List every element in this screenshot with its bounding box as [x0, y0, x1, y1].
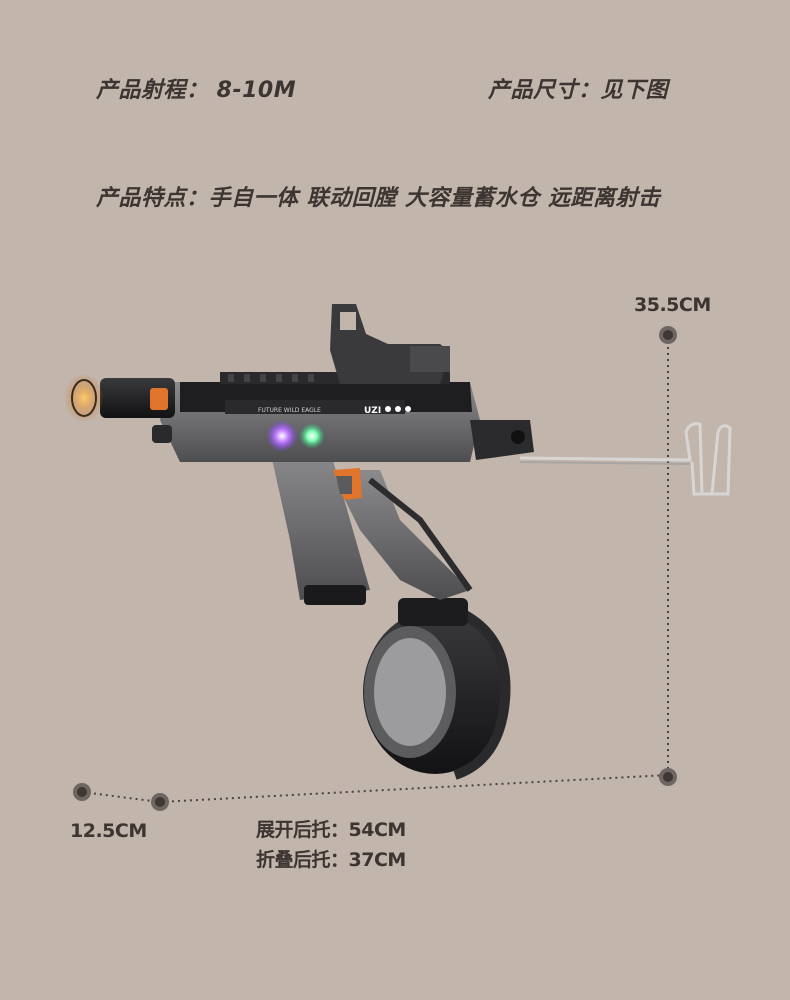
stock-folded-length: 折叠后托：37CM [256, 849, 406, 871]
width-label: 12.5CM [70, 820, 147, 842]
badge-text: UZI [364, 406, 381, 416]
stock-open-length: 展开后托：54CM [256, 819, 406, 841]
spec-range: 产品射程： 8-10M [96, 78, 297, 103]
spec-features: 产品特点：手自一体 联动回膛 大容量蓄水仓 远距离射击 [96, 186, 661, 211]
dimension-lines [73, 326, 677, 811]
water-gun: FUTURE WILD EAGLE UZI [64, 304, 732, 780]
spec-size: 产品尺寸：见下图 [488, 78, 669, 103]
height-label: 35.5CM [634, 294, 711, 316]
side-text: FUTURE WILD EAGLE [258, 407, 321, 414]
